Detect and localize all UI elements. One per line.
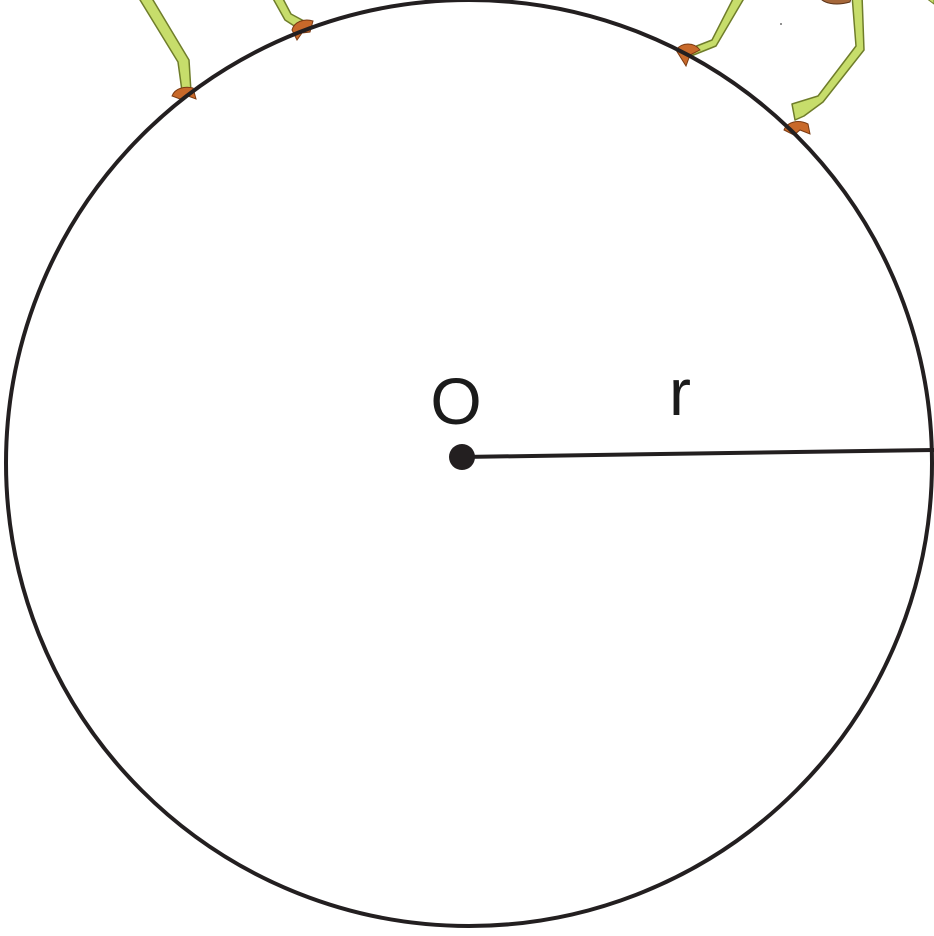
figure-leg-right-2 [791, 0, 865, 121]
foot-icon-left-1 [171, 86, 197, 100]
center-point [449, 444, 475, 470]
radius-line [461, 448, 934, 459]
figure-leg-left-1 [139, 0, 192, 93]
radius-label: r [669, 355, 691, 429]
circle-outline [4, 0, 934, 928]
figure-legs-group [139, 0, 934, 136]
speck-dot [780, 23, 782, 25]
figure-leg-edge [927, 0, 934, 5]
figure-shoe-detail [821, 0, 852, 5]
center-label: O [430, 364, 481, 438]
